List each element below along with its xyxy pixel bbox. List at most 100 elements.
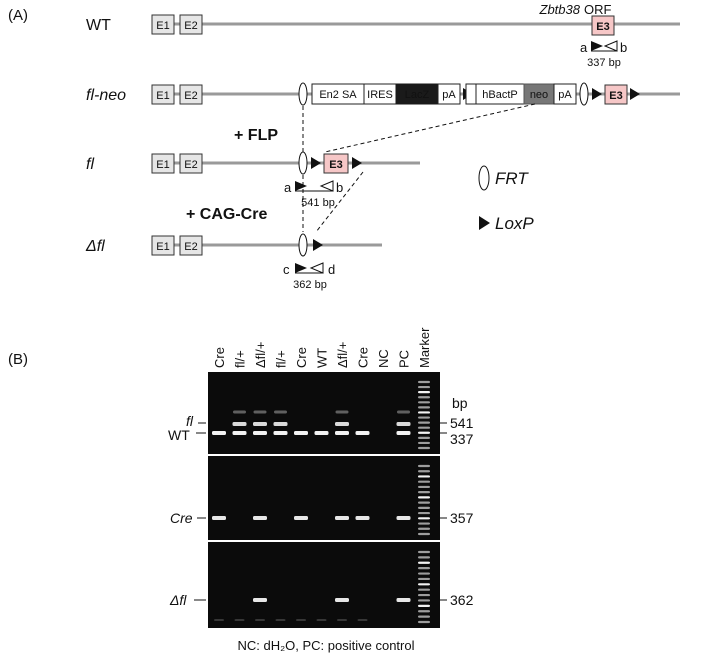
band-cre (253, 516, 267, 520)
panel-b-label: (B) (8, 351, 28, 368)
primer-forward-icon (591, 41, 603, 51)
band-cre (212, 516, 226, 520)
bp-header: bp (452, 395, 468, 411)
band-cre (396, 516, 411, 520)
marker-band (418, 577, 430, 581)
band-cre (355, 516, 370, 520)
loxp-site-icon (592, 88, 602, 100)
svg-text:E1: E1 (156, 241, 169, 253)
lane-label: PC (397, 350, 412, 368)
band-dfl (253, 598, 267, 602)
lane-label: fl/+ (233, 350, 248, 368)
band-337 (335, 431, 349, 435)
band-337 (314, 431, 329, 435)
left-label-fl: fl (186, 413, 194, 429)
legend: FRT LoxP (478, 165, 534, 233)
lane-label: Cre (356, 347, 371, 368)
band-337 (232, 431, 247, 435)
marker-band (418, 421, 430, 424)
primer-reverse-icon (603, 40, 618, 52)
frt-site-icon (298, 151, 308, 175)
size-337: 337 (450, 431, 474, 447)
frt-site-icon (298, 233, 308, 257)
size-541: 541 (450, 415, 474, 431)
band-337 (273, 431, 288, 435)
cassette-neo: neo (530, 89, 548, 101)
svg-text:E1: E1 (156, 90, 169, 102)
cassette-hbactp: hBactP (482, 89, 517, 101)
marker-band (418, 470, 430, 473)
marker-band (418, 567, 430, 570)
band-primer-dimer (214, 619, 224, 621)
lane-label: WT (315, 348, 330, 368)
frt-site-icon (298, 82, 308, 106)
band-dfl (335, 598, 349, 602)
marker-band (418, 441, 430, 445)
marker-band (418, 532, 430, 536)
marker-band (418, 517, 430, 520)
marker-band (418, 527, 430, 530)
fl-allele: fl E1 E2 E3 a b 541 bp (86, 151, 420, 209)
marker-band (418, 416, 430, 419)
marker-band (418, 593, 430, 597)
marker-band (418, 431, 430, 434)
loxp-site-icon (311, 157, 321, 169)
marker-band (418, 610, 430, 613)
row-label-wt: WT (86, 17, 111, 34)
marker-band (418, 620, 430, 624)
marker-band (418, 599, 430, 602)
marker-band (418, 380, 430, 384)
footnote: NC: dH₂O, PC: positive control (238, 638, 415, 653)
marker-band (418, 464, 430, 468)
band-337 (294, 431, 308, 435)
left-label-wt: WT (168, 427, 190, 443)
band-cre (294, 516, 308, 520)
left-label-cre: Cre (170, 510, 193, 526)
svg-text:E3: E3 (596, 21, 609, 33)
marker-band (418, 401, 430, 404)
marker-band (418, 446, 430, 450)
legend-frt: FRT (495, 169, 529, 188)
marker-band (418, 385, 430, 389)
band-541 (232, 422, 247, 426)
band-primer-dimer (357, 619, 368, 621)
band-upper (253, 410, 267, 414)
band-541 (335, 422, 349, 426)
band-541 (396, 422, 411, 426)
gel-2 (208, 456, 440, 540)
exon-e1 (151, 14, 175, 35)
amplicon-size-fl: 541 bp (301, 197, 335, 209)
step-cre: + CAG-Cre (186, 206, 267, 223)
marker-band (418, 501, 430, 504)
marker-band (418, 572, 430, 575)
band-primer-dimer (316, 619, 327, 621)
gel-bands (212, 380, 430, 624)
exon-e3 (591, 15, 615, 36)
lane-label: NC (376, 349, 391, 368)
marker-band (418, 391, 430, 394)
svg-text:E3: E3 (329, 159, 342, 171)
primer-b-fl: b (336, 180, 343, 195)
lane-label: Δfl/+ (335, 342, 350, 368)
loxp-site-icon (630, 88, 640, 100)
size-357: 357 (450, 510, 474, 526)
primer-d-dfl: d (328, 262, 335, 277)
loxp-site-icon (313, 239, 323, 251)
frt-site-icon (579, 82, 589, 106)
gel-1 (208, 372, 440, 454)
band-primer-dimer (296, 619, 306, 621)
marker-band (418, 506, 430, 509)
panel-a-label: (A) (8, 7, 28, 24)
cassette-pa2: pA (558, 89, 572, 101)
marker-band (418, 436, 430, 439)
band-primer-dimer (234, 619, 245, 621)
band-upper (274, 410, 287, 414)
marker-band (418, 604, 430, 607)
marker-band (418, 406, 430, 409)
lane-label: Δfl/+ (253, 342, 268, 368)
row-label-dfl: Δfl (85, 238, 105, 255)
row-label-fl: fl (86, 156, 94, 173)
lane-label: fl/+ (274, 350, 289, 368)
